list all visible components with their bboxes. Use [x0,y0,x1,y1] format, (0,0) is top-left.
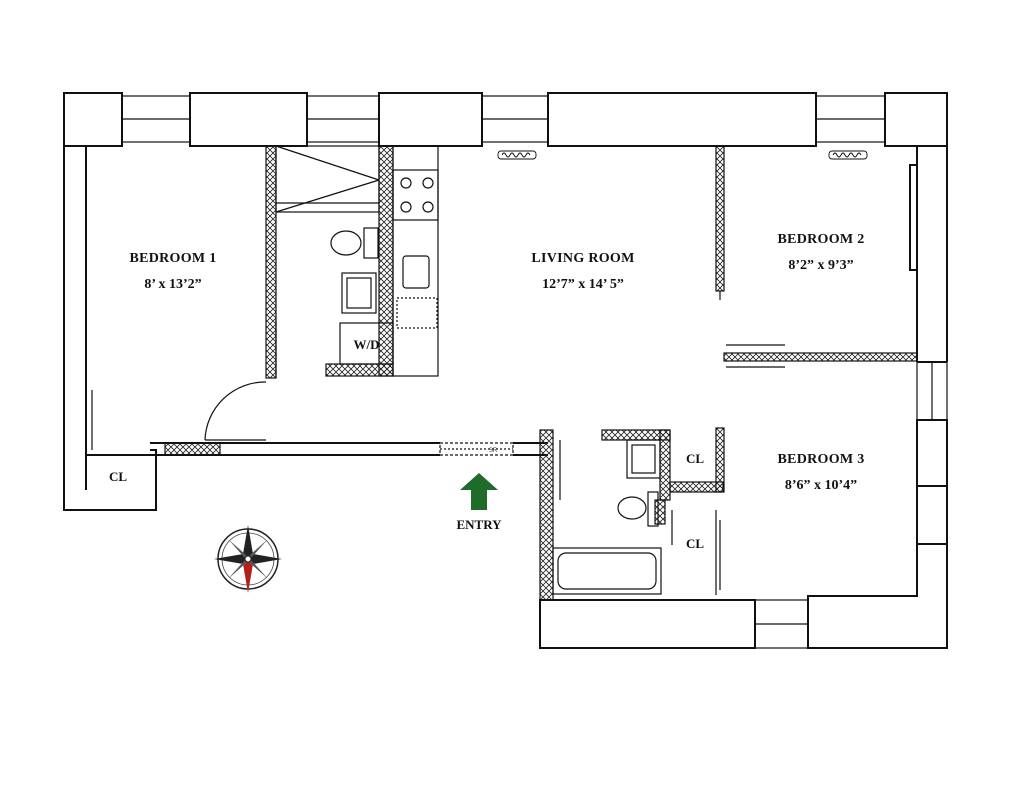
door-tag: SR [489,448,498,454]
bedroom-3-name: BEDROOM 3 [777,452,865,467]
arrow-up-icon [460,473,498,510]
bath-2 [552,439,662,595]
washer-dryer-label: W/D [353,337,380,352]
bath-1 [330,227,394,365]
bedroom-2-dims: 8’2” x 9’3” [788,258,854,273]
radiators [497,150,868,160]
kitchen [275,145,439,377]
interior-walls [164,145,918,601]
exterior-walls [63,92,948,649]
bedroom-2-name: BEDROOM 2 [777,232,865,247]
bedroom-1-name: BEDROOM 1 [129,251,217,266]
compass-rose-icon [214,525,282,593]
top-windows [121,95,886,143]
bedroom-3-dims: 8’6” x 10’4” [784,478,858,493]
closet-bath-upper-label: CL [685,451,705,466]
living-room-dims: 12’7” x 14’ 5” [542,277,624,292]
bedroom-1-dims: 8’ x 13’2” [144,277,202,292]
doors [91,291,785,595]
closet-bed1-label: CL [108,469,128,484]
entry-label: ENTRY [456,517,502,532]
closet-bath-lower-label: CL [685,536,705,551]
living-room-name: LIVING ROOM [531,251,635,266]
